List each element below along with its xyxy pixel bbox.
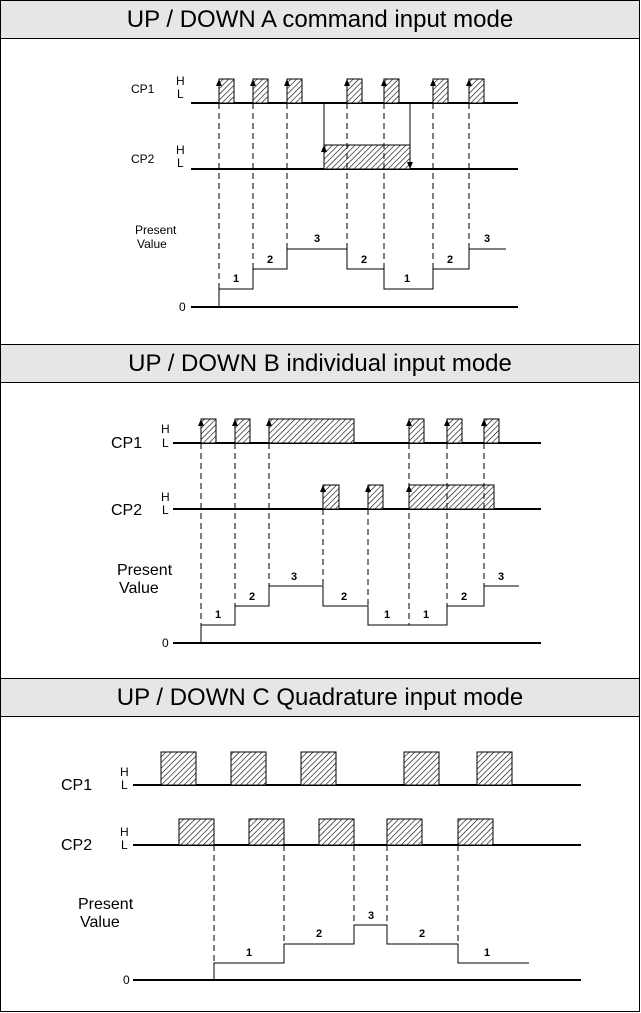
- step-label: 1: [423, 609, 429, 621]
- cp1-low-label: L: [162, 436, 169, 450]
- step-label: 2: [267, 254, 273, 266]
- present-value-trace: [200, 585, 519, 643]
- step-label: 3: [498, 571, 504, 583]
- edge-guides: [218, 103, 470, 289]
- panel-b-title: UP / DOWN B individual input mode: [1, 345, 639, 383]
- edge-guides: [213, 845, 459, 963]
- present-label-line2: Value: [80, 914, 120, 931]
- cp1-low-label: L: [121, 778, 128, 792]
- zero-label: 0: [123, 973, 130, 987]
- cp1-label: CP1: [61, 777, 92, 794]
- step-label: 2: [447, 254, 453, 266]
- edge-arrows: [198, 419, 487, 492]
- cp1-label: CP1: [131, 82, 155, 96]
- timing-diagram-c: CP1 H L CP2 H L Present Value 0: [61, 751, 581, 987]
- cp1-pulses: [218, 78, 485, 104]
- step-label: 1: [404, 273, 410, 285]
- cp2-high-label: H: [176, 143, 185, 157]
- cp2-pulse: [323, 144, 411, 170]
- cp1-pulses: [200, 418, 500, 444]
- cp2-high-label: H: [120, 825, 129, 839]
- present-label-line2: Value: [119, 580, 159, 597]
- panel-a-title: UP / DOWN A command input mode: [1, 1, 639, 39]
- cp1-label: CP1: [111, 435, 142, 452]
- step-label: 2: [419, 928, 425, 940]
- step-label: 2: [249, 591, 255, 603]
- edge-arrows: [216, 79, 472, 169]
- timing-diagram-a: CP1 H L CP2 H L Present Value 0: [131, 74, 518, 314]
- cp1-low-label: L: [177, 87, 184, 101]
- step-label: 1: [484, 947, 490, 959]
- present-value-trace: [213, 924, 529, 980]
- step-label: 2: [361, 254, 367, 266]
- zero-label: 0: [179, 300, 186, 314]
- cp2-pulses: [178, 818, 494, 846]
- step-label: 2: [341, 591, 347, 603]
- step-label: 1: [215, 609, 221, 621]
- step-label: 3: [291, 571, 297, 583]
- step-label: 1: [246, 947, 252, 959]
- step-label: 1: [384, 609, 390, 621]
- panel-a: UP / DOWN A command input mode CP1 H L C…: [0, 0, 640, 345]
- cp1-high-label: H: [120, 765, 129, 779]
- cp2-low-label: L: [121, 838, 128, 852]
- edge-guides: [200, 443, 485, 625]
- zero-label: 0: [162, 636, 169, 650]
- cp2-label: CP2: [111, 502, 142, 519]
- cp2-label: CP2: [61, 837, 92, 854]
- cp2-low-label: L: [177, 156, 184, 170]
- step-label: 3: [314, 233, 320, 245]
- cp2-label: CP2: [131, 152, 155, 166]
- timing-diagram-b: CP1 H L CP2 H L Present Value 0: [111, 418, 541, 650]
- cp1-pulses: [160, 751, 513, 786]
- present-label-line1: Present: [78, 896, 134, 913]
- cp1-high-label: H: [176, 74, 185, 88]
- panel-b: UP / DOWN B individual input mode CP1 H …: [0, 344, 640, 679]
- step-label: 1: [233, 273, 239, 285]
- cp1-high-label: H: [161, 422, 170, 436]
- present-value-trace: [218, 248, 506, 307]
- step-label: 3: [368, 910, 374, 922]
- panel-c: UP / DOWN C Quadrature input mode CP1 H …: [0, 678, 640, 1012]
- present-label-line2: Value: [137, 237, 167, 251]
- step-label: 2: [316, 928, 322, 940]
- cp2-high-label: H: [161, 490, 170, 504]
- step-label: 2: [461, 591, 467, 603]
- present-label-line1: Present: [117, 562, 173, 579]
- panel-c-title: UP / DOWN C Quadrature input mode: [1, 679, 639, 717]
- cp2-low-label: L: [162, 503, 169, 517]
- present-label-line1: Present: [135, 223, 177, 237]
- step-label: 3: [484, 233, 490, 245]
